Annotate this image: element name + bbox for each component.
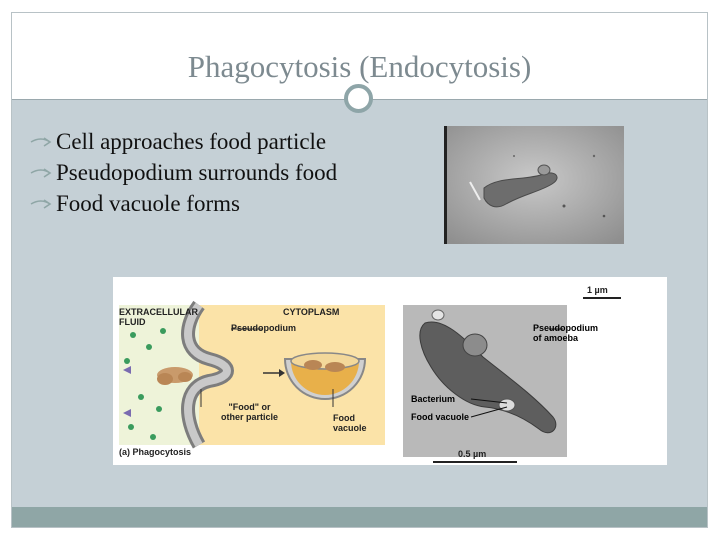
- bullet-text: Food vacuole forms: [56, 191, 240, 216]
- ring-ornament-icon: [344, 84, 373, 113]
- label-scale-bottom: 0.5 µm: [458, 449, 487, 459]
- amoeba-micrograph-image: [444, 126, 624, 244]
- label-cytoplasm: CYTOPLASM: [283, 307, 340, 317]
- label-food-particle: "Food" or other particle: [221, 402, 279, 422]
- bullet-arrow-icon: [30, 199, 52, 209]
- label-food-vacuole-right: Food vacuole: [411, 412, 470, 422]
- label-food-vacuole-left: Food vacuole: [333, 413, 367, 433]
- bullet-item: Food vacuole forms: [30, 188, 337, 219]
- bullet-item: Pseudopodium surrounds food: [30, 157, 337, 188]
- label-pseudopodium-amoeba: Pseudopodium of amoeba: [533, 323, 598, 343]
- bullet-list: Cell approaches food particle Pseudopodi…: [30, 126, 337, 219]
- bullet-text: Pseudopodium surrounds food: [56, 160, 338, 185]
- bullet-item: Cell approaches food particle: [30, 126, 337, 157]
- phagocytosis-figure: EXTRACELLULAR FLUID CYTOPLASM Pseudopodi…: [113, 277, 667, 465]
- label-bacterium: Bacterium: [411, 394, 456, 404]
- amoeba-micrograph: [444, 126, 624, 244]
- label-extracellular-fluid: EXTRACELLULAR FLUID: [119, 307, 198, 327]
- slide-title: Phagocytosis (Endocytosis): [187, 49, 532, 84]
- label-caption: (a) Phagocytosis: [119, 447, 192, 457]
- bullet-arrow-icon: [30, 168, 52, 178]
- bullet-text: Cell approaches food particle: [56, 129, 327, 154]
- footer-bar: [12, 507, 707, 527]
- label-scale-top: 1 µm: [587, 285, 608, 295]
- label-pseudopodium: Pseudopodium: [231, 323, 296, 333]
- phagocytosis-diagram: [113, 277, 621, 465]
- bullet-arrow-icon: [30, 137, 52, 147]
